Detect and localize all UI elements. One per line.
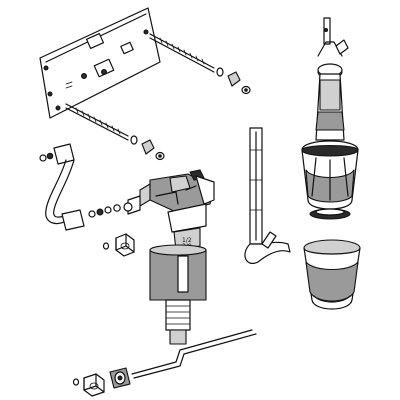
cap-upper bbox=[241, 85, 251, 95]
lever-bracket bbox=[317, 17, 349, 57]
o-ring-seal-left bbox=[39, 152, 54, 162]
inlet-valve-body: 1/2 3/8 bbox=[167, 203, 207, 251]
mounting-plate bbox=[39, 7, 161, 119]
coupling-nut bbox=[115, 233, 135, 257]
washer-set-middle bbox=[88, 204, 121, 218]
inlet-valve-float bbox=[149, 244, 207, 301]
washer-upper bbox=[216, 67, 224, 77]
flush-valve-top-cap bbox=[317, 63, 343, 79]
threaded-rod-lower bbox=[65, 103, 129, 141]
nut-lower bbox=[141, 139, 155, 155]
threaded-rod-upper bbox=[149, 33, 215, 73]
washer-lower bbox=[130, 135, 138, 145]
bent-connection-pipe bbox=[45, 143, 85, 231]
inlet-valve-head bbox=[123, 169, 215, 215]
inlet-valve-label-a: 1/2 bbox=[182, 237, 192, 244]
inlet-valve-shaft bbox=[165, 299, 191, 345]
supply-hose bbox=[131, 329, 257, 379]
hose-o-ring bbox=[72, 378, 80, 386]
float-cup bbox=[303, 239, 361, 310]
float-guide-rod bbox=[244, 127, 291, 264]
hose-nut bbox=[83, 373, 105, 397]
flush-valve-bell bbox=[301, 140, 359, 210]
flush-valve-seal-ring bbox=[309, 208, 351, 220]
o-ring-small bbox=[102, 242, 110, 250]
hose-end-fitting bbox=[109, 367, 131, 389]
flush-valve-tube bbox=[315, 73, 345, 141]
cap-lower bbox=[155, 151, 165, 161]
nut-upper bbox=[227, 71, 241, 87]
